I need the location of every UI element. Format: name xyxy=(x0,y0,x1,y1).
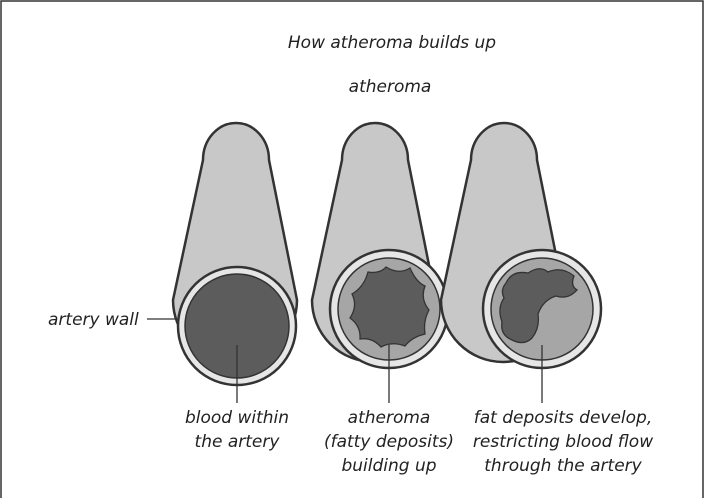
caption-line: fat deposits develop, xyxy=(474,408,653,428)
caption-line: atheroma xyxy=(348,408,431,428)
caption-line: (fatty deposits) xyxy=(324,432,454,452)
caption-healthy: blood within the artery xyxy=(185,408,289,452)
caption-atheroma: atheroma (fatty deposits) building up xyxy=(324,408,454,476)
caption-restricted: fat deposits develop, restricting blood … xyxy=(473,408,653,476)
artery-wall-label: artery wall xyxy=(48,310,139,330)
atheroma-top-label: atheroma xyxy=(349,77,432,97)
caption-line: restricting blood flow xyxy=(473,432,653,452)
artery-tube-healthy xyxy=(173,123,297,403)
artery-tube-atheroma xyxy=(312,123,448,403)
caption-line: blood within xyxy=(185,408,289,428)
diagram-title: How atheroma builds up xyxy=(288,33,496,53)
caption-line: through the artery xyxy=(484,456,642,476)
artery-tube-restricted xyxy=(441,123,601,403)
caption-line: the artery xyxy=(195,432,281,452)
caption-line: building up xyxy=(341,456,436,476)
